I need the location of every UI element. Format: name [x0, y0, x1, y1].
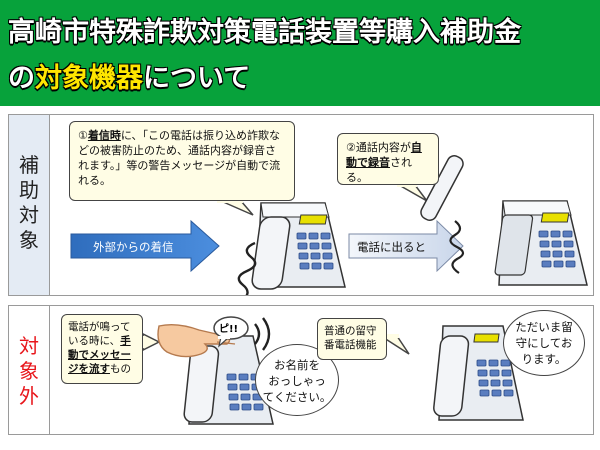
excluded-graphics: [140, 316, 524, 425]
bubble2-tail: [396, 184, 428, 202]
answering-machine-bubble: 普通の留守番電話機能: [317, 318, 387, 360]
excluded-label-box: 対 象 外: [9, 306, 50, 434]
title-line-2-pre: の: [8, 63, 35, 94]
answering-machine-phone-icon: [433, 325, 524, 421]
target-graphics: [70, 155, 588, 295]
incoming-arrow: [70, 219, 220, 273]
excluded-label: 対 象 外: [19, 334, 39, 408]
title-highlight: 対象機器: [35, 63, 143, 94]
title-banner: 高崎市特殊詐欺対策電話装置等購入補助金 の対象機器について: [0, 0, 600, 106]
bubble3-tail: [142, 332, 161, 352]
away-message-speech: ただいま留 守にしてお ります。: [503, 310, 585, 376]
phone-icon: [237, 202, 346, 295]
target-label: 補 助 対 象: [19, 153, 39, 252]
incoming-call-label: 外部からの着信: [93, 240, 174, 254]
manual-message-phone-icon: [183, 335, 274, 425]
bubble1-tail: [220, 200, 254, 216]
title-line-1: 高崎市特殊詐欺対策電話装置等購入補助金: [8, 17, 521, 48]
title-line-2-post: について: [143, 63, 251, 94]
excluded-section: 対 象 外: [8, 305, 594, 435]
title-line-2: の対象機器について: [8, 56, 250, 95]
answer-call-label: 電話に出ると: [357, 240, 426, 254]
answer-arrow: [348, 219, 464, 273]
auto-record-bubble: ②通話内容が自動で録音される。: [337, 133, 439, 185]
phone-off-hook-icon: [494, 200, 588, 286]
auto-warning-bubble: ①着信時に、「この電話は振り込め詐欺などの被害防止のため、通話内容が録音されます…: [69, 121, 295, 201]
target-label-box: 補 助 対 象: [9, 115, 50, 295]
manual-message-bubble: 電話が鳴っている時に、手動でメッセージを流すもの: [61, 314, 143, 384]
beep-label: ピ!!: [219, 324, 239, 335]
beep-bubble: [213, 316, 249, 340]
target-section: 補 助 対 象: [8, 114, 594, 296]
ringing-waves-icon: [254, 317, 271, 351]
